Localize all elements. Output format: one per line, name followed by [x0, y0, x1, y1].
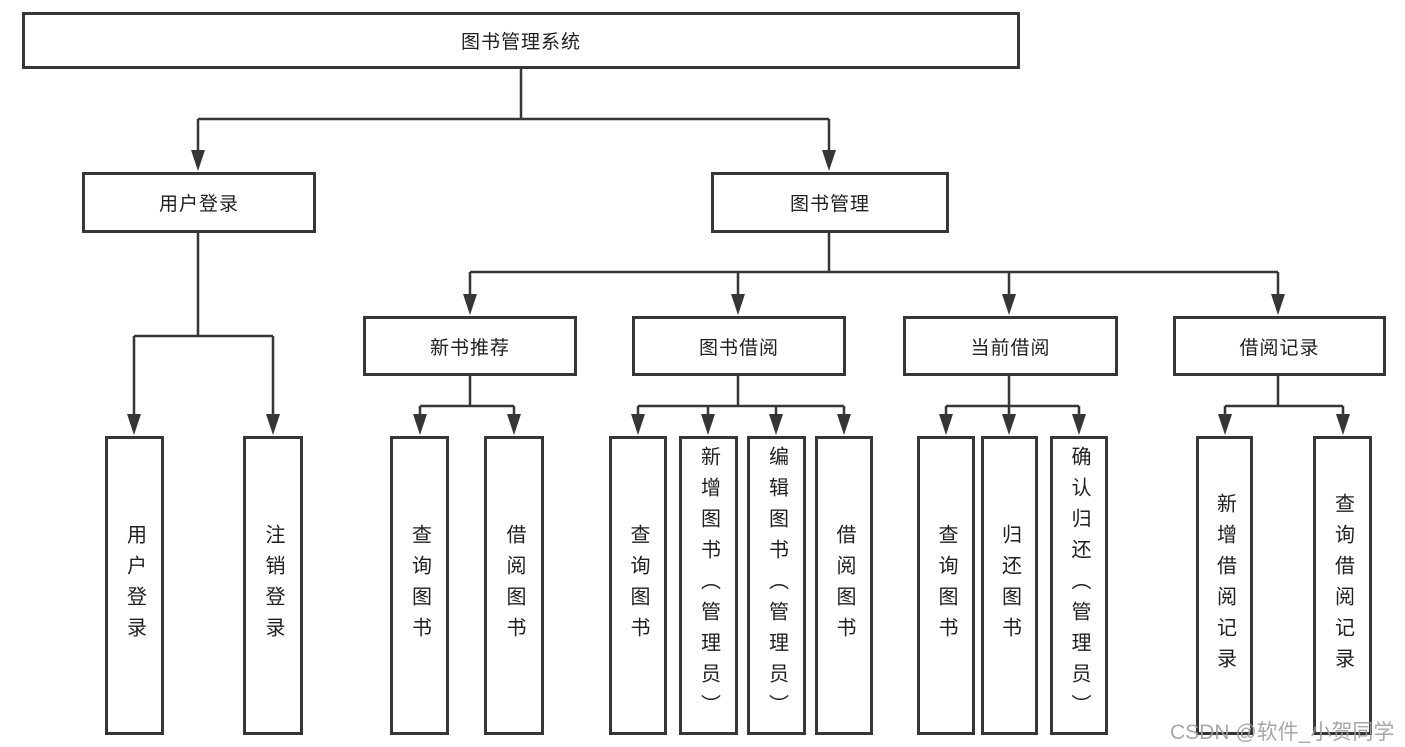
leaf-label: 归还图书	[998, 523, 1021, 648]
node-borrowing-records: 借阅记录	[1173, 316, 1386, 376]
leaf-current-confirm-return-admin: 确认归还（管理员）	[1050, 436, 1108, 735]
leaf-logout: 注销登录	[243, 436, 303, 735]
node-book-management: 图书管理	[711, 172, 949, 233]
node-label: 图书借阅	[698, 337, 779, 359]
tree-edges	[132, 68, 1345, 417]
leaf-user-login: 用户登录	[105, 436, 164, 735]
leaf-borrowing-add-books-admin: 新增图书（管理员）	[679, 436, 738, 735]
leaf-records-query-borrow-record: 查询借阅记录	[1313, 436, 1372, 735]
leaf-borrowing-edit-books-admin: 编辑图书（管理员）	[747, 436, 806, 735]
node-label: 图书管理	[789, 194, 870, 215]
leaf-label: 查询图书	[408, 523, 431, 648]
leaf-current-return-books: 归还图书	[981, 436, 1038, 735]
leaf-records-add-borrow-record: 新增借阅记录	[1196, 436, 1253, 735]
leaf-recommend-query-books: 查询图书	[390, 436, 449, 735]
node-new-book-recommend: 新书推荐	[363, 316, 577, 376]
node-label: 借阅记录	[1239, 337, 1320, 359]
node-label: 新书推荐	[429, 337, 510, 359]
leaf-borrowing-query-books: 查询图书	[609, 436, 667, 735]
node-label: 用户登录	[158, 194, 239, 215]
leaf-borrowing-borrow-books: 借阅图书	[815, 436, 873, 735]
leaf-label: 新增借阅记录	[1213, 492, 1236, 679]
leaf-label: 用户登录	[123, 523, 146, 648]
leaf-label: 新增图书（管理员）	[697, 446, 720, 725]
leaf-label: 借阅图书	[833, 523, 855, 648]
leaf-current-query-books: 查询图书	[917, 436, 975, 735]
node-root-library-system: 图书管理系统	[22, 12, 1020, 69]
leaf-label: 确认归还（管理员）	[1068, 446, 1090, 725]
leaf-recommend-borrow-books: 借阅图书	[484, 436, 544, 735]
node-current-borrowing: 当前借阅	[903, 316, 1118, 376]
leaf-label: 借阅图书	[503, 523, 525, 648]
leaf-label: 编辑图书（管理员）	[765, 446, 788, 725]
node-book-borrowing: 图书借阅	[632, 316, 846, 376]
leaf-label: 查询借阅记录	[1331, 492, 1354, 679]
node-user-login: 用户登录	[82, 172, 316, 233]
leaf-label: 查询图书	[627, 523, 649, 648]
leaf-label: 查询图书	[935, 523, 957, 648]
leaf-label: 注销登录	[262, 523, 284, 648]
csdn-watermark: CSDN @软件_小贺同学	[1170, 721, 1395, 744]
node-label: 图书管理系统	[460, 32, 581, 53]
node-label: 当前借阅	[970, 337, 1051, 359]
